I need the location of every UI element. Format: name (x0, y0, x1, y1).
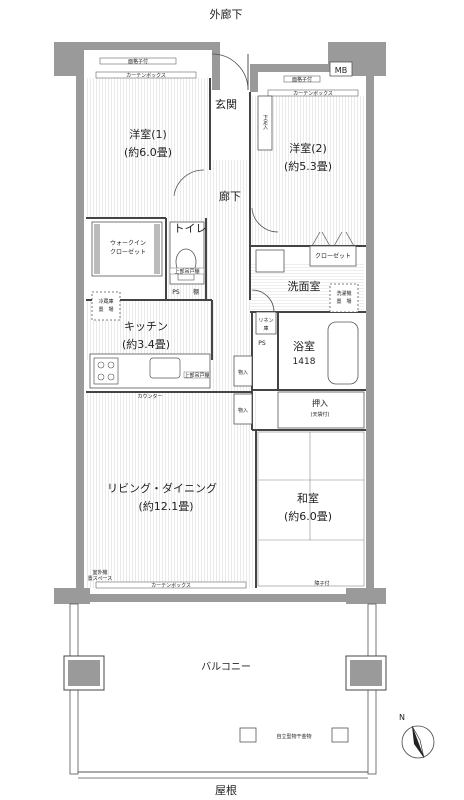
curtain-box-label-1: カーテンボックス (126, 72, 166, 79)
outer-walls (54, 42, 386, 604)
stove (93, 357, 119, 385)
bath-label: 浴室 (293, 339, 315, 353)
compass-north-label: N (399, 713, 405, 722)
curtain-box-label-living: カーテンボックス (151, 582, 191, 589)
balcony-label: バルコニー (201, 661, 251, 673)
compass-icon (401, 725, 435, 759)
oshiire-label: 押入 (312, 398, 328, 408)
shelf-label: 棚 (193, 288, 199, 296)
kitchen-size: (約3.4畳) (122, 337, 170, 351)
mb-box (329, 61, 353, 77)
counter-label: カウンター (137, 393, 162, 400)
japanese-room-size: (約6.0畳) (284, 509, 332, 523)
closet-room2 (309, 245, 357, 267)
curtain-box-west2 (267, 89, 359, 97)
outer-corridor-label: 外廊下 (210, 7, 243, 21)
living-dining-label: リビング・ダイニング (107, 481, 217, 495)
mb-label: MB (335, 66, 347, 75)
aircon-label-2: 置スペース (88, 576, 112, 582)
railing-label-1: 面格子付 (128, 58, 148, 65)
western-room-1-label: 洋室(1) (129, 127, 167, 141)
western-room-2-label: 洋室(2) (289, 141, 327, 155)
ps-label-wash: PS (258, 340, 266, 347)
living-dining-size: (約12.1畳) (138, 499, 193, 513)
oshiire-sub-label: (天袋付) (311, 411, 330, 418)
room1-door-swing (173, 169, 205, 197)
shoe-box-label: 下足入 (262, 115, 268, 130)
railing-west1 (99, 57, 177, 65)
oshiire-box (277, 391, 365, 429)
bath-size: 1418 (293, 357, 316, 367)
linen-storage (255, 311, 277, 335)
walk-in-closet (91, 221, 163, 277)
clothes-dryer-label: 自立型物干金物 (276, 733, 311, 740)
washroom-label: 洗面室 (288, 279, 321, 293)
fridge-space (91, 291, 121, 321)
floor-areas (86, 78, 364, 588)
tatami-mats (257, 431, 365, 587)
japanese-room-label: 和室 (297, 491, 319, 505)
western-room-1-size: (約6.0畳) (124, 145, 172, 159)
railing-label-2: 面格子付 (292, 76, 312, 83)
closet-label: クローゼット (315, 252, 351, 260)
toilet-upper-cabinet-label: 上部吊戸棚 (174, 268, 199, 275)
ps-label-toilet: PS (172, 289, 180, 296)
wic-shelf (94, 224, 100, 274)
roof-label: 屋根 (215, 783, 237, 797)
washer-label-2: 置 場 (336, 298, 351, 305)
linen-label-1: リネン (258, 318, 273, 324)
closet-doors (311, 231, 355, 247)
washer-label-1: 洗濯機 (336, 290, 351, 297)
entrance-label: 玄関 (215, 97, 237, 111)
entrance-door-swing (211, 53, 249, 91)
toilet-label: トイレ (174, 222, 207, 235)
sink (149, 357, 181, 379)
western-room-2-size: (約5.3畳) (284, 159, 332, 173)
wash-door-swing (251, 289, 275, 313)
balcony-structure (63, 603, 387, 779)
kitchen-label: キッチン (124, 320, 168, 333)
storage-1 (233, 355, 253, 387)
curtain-box-label-2: カーテンボックス (293, 90, 333, 97)
toilet-upper-cabinet (169, 267, 205, 275)
hallway-label: 廊下 (219, 189, 241, 203)
linen-label-2: 庫 (263, 325, 268, 332)
storage-label-2: 物入 (238, 407, 248, 414)
bathtub (327, 321, 359, 385)
washer-space (329, 283, 359, 313)
wic-label-2: クローゼット (110, 248, 146, 256)
kitchen-upper-cabinet (183, 371, 211, 379)
railing-west2 (283, 75, 321, 83)
storage-2 (233, 393, 253, 425)
kitchen-upper-cabinet-label: 上部吊戸棚 (184, 372, 209, 379)
curtain-box-west1 (95, 71, 197, 79)
wic-label-1: ウォークイン (110, 239, 146, 247)
curtain-box-living (95, 581, 247, 589)
room2-door-swing (251, 207, 279, 233)
kamoi-label: 障子付 (314, 580, 329, 587)
vanity (255, 249, 285, 273)
fridge-label-1: 冷蔵庫 (98, 298, 113, 305)
shoe-box (257, 95, 273, 151)
fridge-label-2: 置 場 (98, 306, 113, 313)
storage-label-1: 物入 (238, 369, 248, 376)
aircon-label-1: 室外機 (92, 569, 107, 576)
wic-shelf-2 (154, 224, 160, 274)
